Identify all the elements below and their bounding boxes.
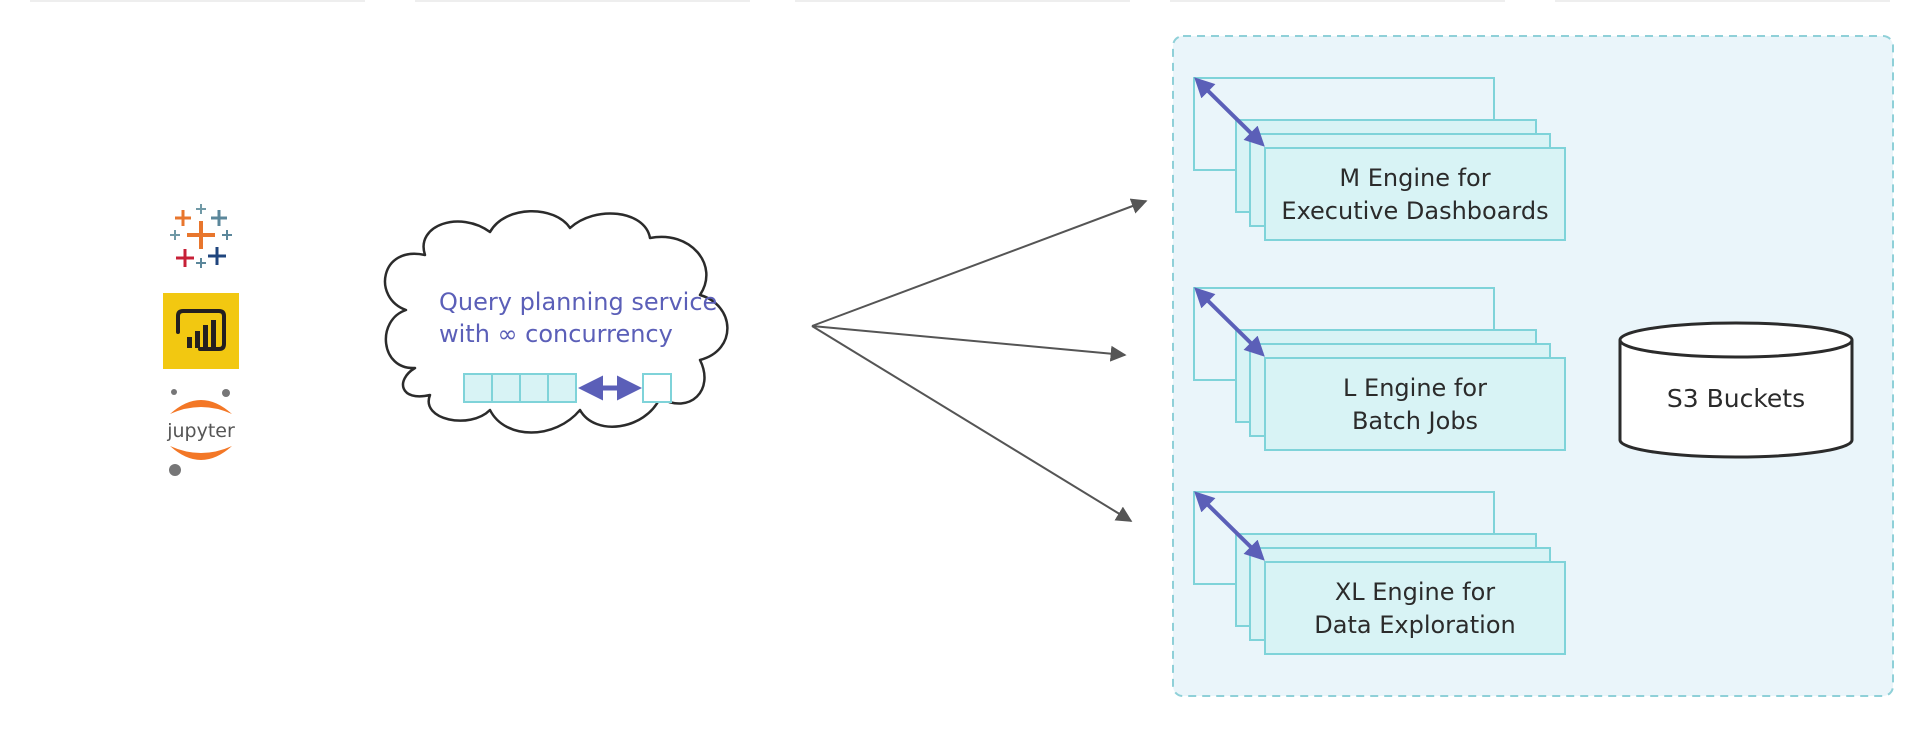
powerbi-logo-icon [163,293,239,369]
cloud-label-line2: with ∞ concurrency [439,320,673,348]
engine-label-line1: M Engine for [1339,164,1490,192]
engine-main-card [1264,357,1566,451]
engine-label-line1: XL Engine for [1335,578,1495,606]
arrow-to-m-engine [811,198,1148,327]
engine-label-line1: L Engine for [1343,374,1487,402]
s3-cylinder-top [1618,321,1854,359]
cloud-label-line1: Query planning service [439,288,717,316]
s3-cylinder-body [1618,340,1854,459]
engine-scaling-arrow [1194,77,1265,147]
routing-arrows [811,198,1148,522]
arrow-to-xl-engine [811,325,1133,522]
arrow-to-l-engine [811,325,1127,362]
query-planning-service: Query planning service with ∞ concurrenc… [383,210,729,434]
tableau-logo-icon [170,204,232,268]
jupyter-logo-icon: jupyter [166,389,235,476]
s3-buckets: S3 Buckets [1618,321,1854,459]
engine-label-line2: Executive Dashboards [1281,197,1548,225]
engine-scaling-arrow [1194,491,1265,561]
engine-main-card [1264,561,1566,655]
engine-scaling-arrow [1194,287,1265,357]
engine-main-card [1264,147,1566,241]
query-queue [463,373,577,403]
jupyter-logo-text: jupyter [166,420,235,442]
engine-label-line2: Batch Jobs [1352,407,1478,435]
s3-label: S3 Buckets [1667,384,1805,413]
engine-label-line2: Data Exploration [1314,611,1515,639]
queue-slot [642,373,672,403]
